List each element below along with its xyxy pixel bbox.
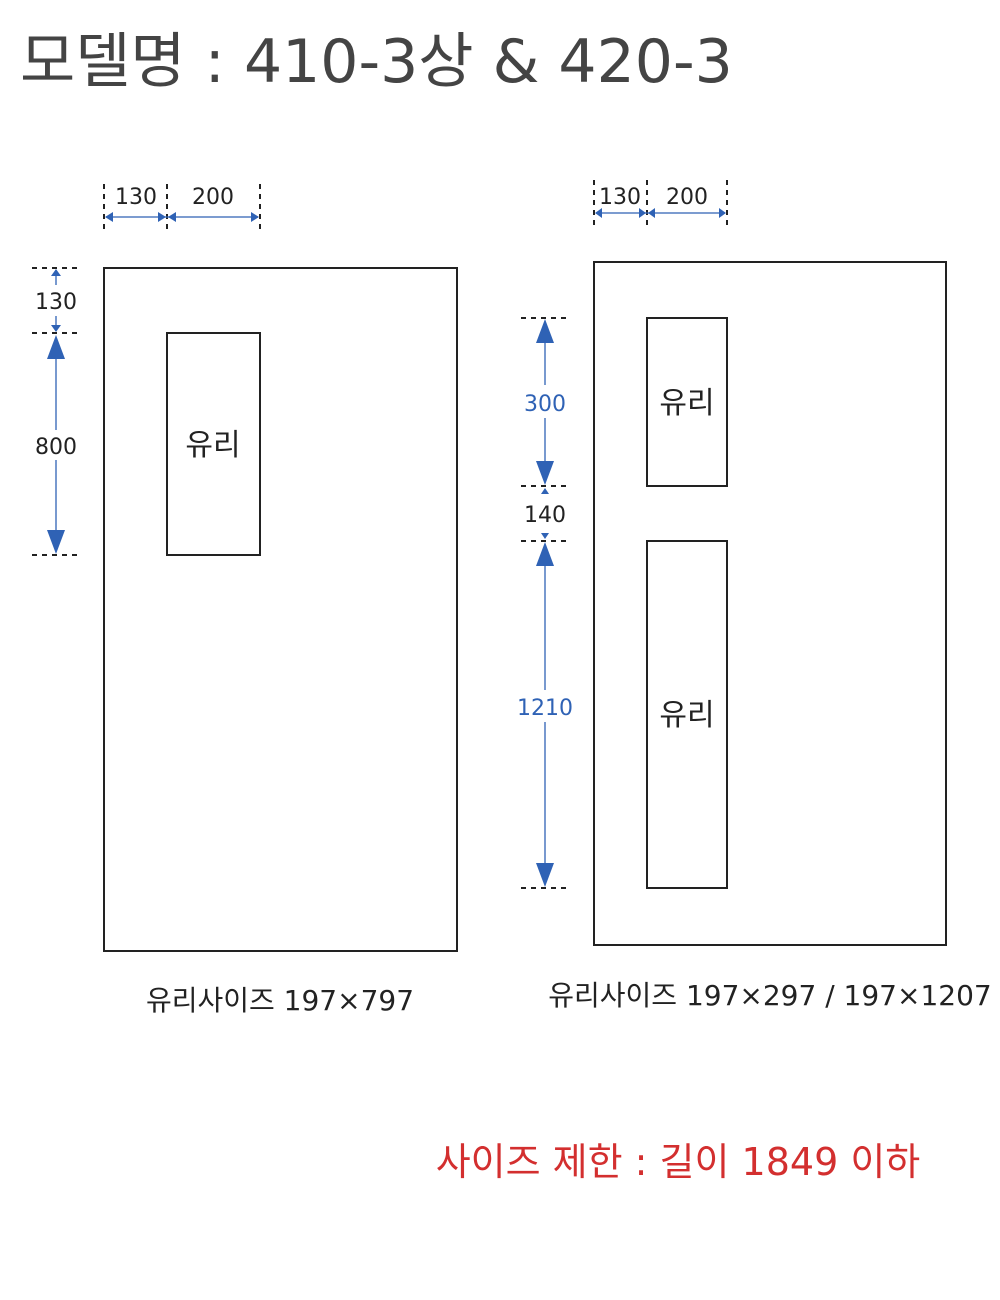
page-title: 모델명 : 410-3상 & 420-3 bbox=[20, 27, 733, 97]
left-top-dim-1: 130 bbox=[115, 185, 157, 210]
arrow-icon bbox=[47, 269, 65, 554]
arrow-icon bbox=[536, 319, 554, 887]
right-glass-top bbox=[646, 317, 728, 487]
left-side-dim-2: 800 bbox=[35, 435, 77, 460]
left-glass-label: 유리 bbox=[185, 428, 240, 463]
right-glass-bottom bbox=[646, 540, 728, 889]
right-door-outline bbox=[593, 261, 947, 946]
right-side-dim-2: 140 bbox=[524, 503, 566, 528]
right-top-dim-1: 130 bbox=[599, 185, 641, 210]
left-door: 유리 130 200 130 800 유리사이즈 197×797 bbox=[32, 184, 458, 1017]
left-caption: 유리사이즈 197×797 bbox=[146, 984, 414, 1017]
right-side-dim-1: 300 bbox=[524, 392, 566, 417]
right-door: 유리 유리 130 200 300 140 1210 유리사이즈 197×297… bbox=[517, 180, 992, 1012]
right-caption: 유리사이즈 197×297 / 197×1207 bbox=[548, 979, 991, 1012]
left-top-dim-2: 200 bbox=[192, 185, 234, 210]
size-limit-note: 사이즈 제한 : 길이 1849 이하 bbox=[436, 1140, 921, 1184]
left-door-outline bbox=[103, 267, 458, 952]
right-top-dim-2: 200 bbox=[666, 185, 708, 210]
right-glass-top-label: 유리 bbox=[659, 386, 714, 421]
left-glass bbox=[166, 332, 261, 556]
right-side-dim-3: 1210 bbox=[517, 696, 573, 721]
right-glass-bottom-label: 유리 bbox=[659, 698, 714, 733]
left-side-dim-1: 130 bbox=[35, 290, 77, 315]
